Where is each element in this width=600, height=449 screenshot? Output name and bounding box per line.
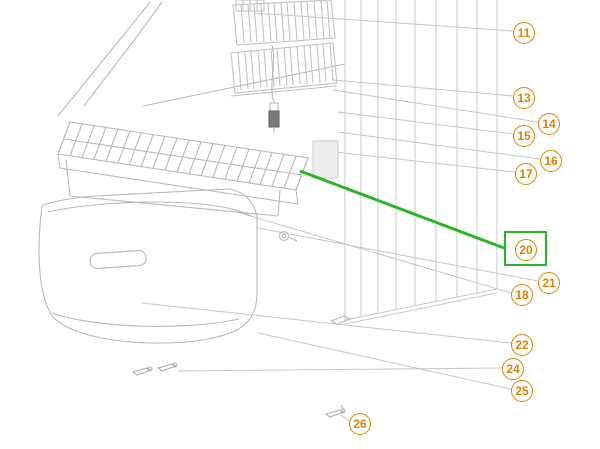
callout-26[interactable]: 26 [349, 413, 371, 435]
bottom-bracket [329, 315, 352, 325]
callout-15[interactable]: 15 [513, 125, 535, 147]
callout-label: 26 [353, 417, 367, 431]
callout-label: 14 [542, 117, 556, 131]
callout-label: 25 [515, 384, 529, 398]
callout-label: 15 [517, 129, 531, 143]
highlight-box [504, 231, 547, 266]
upper-cabinet [57, 1, 346, 117]
callout-22[interactable]: 22 [511, 334, 533, 356]
callout-label: 21 [542, 276, 556, 290]
callout-20[interactable]: 20 [515, 239, 537, 261]
highlight-leader-line [299, 169, 505, 250]
callout-25[interactable]: 25 [511, 380, 533, 402]
callout-16[interactable]: 16 [540, 150, 562, 172]
appliance-drawing [38, 0, 352, 418]
callout-17[interactable]: 17 [515, 163, 537, 185]
callout-11[interactable]: 11 [513, 22, 535, 44]
callout-label: 13 [517, 91, 531, 105]
callout-label: 17 [519, 167, 533, 181]
callout-label: 16 [544, 154, 558, 168]
callout-24[interactable]: 24 [502, 358, 524, 380]
side-panel [312, 140, 339, 179]
callout-21[interactable]: 21 [538, 272, 560, 294]
callout-label: 20 [519, 243, 533, 257]
callout-label: 24 [506, 362, 520, 376]
callout-13[interactable]: 13 [513, 87, 535, 109]
callout-label: 22 [515, 338, 529, 352]
cooler-body [38, 188, 258, 344]
fastener-parts [131, 362, 346, 418]
leader-lines [141, 12, 541, 422]
wire-shelf [57, 121, 309, 217]
callout-label: 18 [515, 288, 529, 302]
sensor-cord [268, 44, 280, 132]
valve-fitting [278, 230, 298, 242]
callout-18[interactable]: 18 [511, 284, 533, 306]
callout-14[interactable]: 14 [538, 113, 560, 135]
callout-label: 11 [517, 26, 531, 40]
condenser-vents [230, 0, 338, 97]
